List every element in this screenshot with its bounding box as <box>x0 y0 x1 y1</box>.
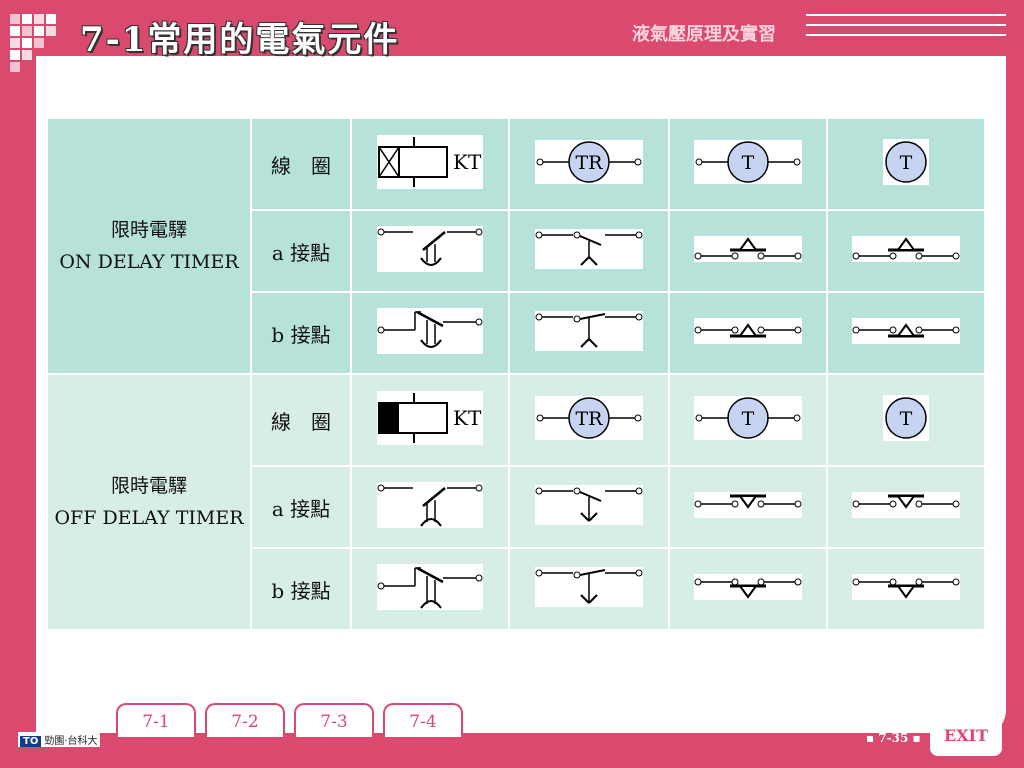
tab-7-4[interactable]: 7-4 <box>383 703 463 737</box>
logo-grid-icon <box>10 14 80 76</box>
t-b-contact-off-icon <box>694 574 802 600</box>
kind-cell: b 接點 <box>250 547 352 631</box>
symbol-cell <box>826 291 986 375</box>
symbol-cell <box>350 465 510 549</box>
symbol-cell <box>508 547 670 631</box>
tab-7-1[interactable]: 7-1 <box>116 703 196 737</box>
symbol-cell <box>508 291 670 375</box>
symbol-cell <box>508 209 670 293</box>
t-coil-with-leads-icon: T <box>694 140 802 184</box>
t-b-contact-off-icon <box>852 574 960 600</box>
tr-a-contact-icon <box>535 229 643 269</box>
symbol-cell <box>668 209 828 293</box>
symbol-cell: TR <box>508 373 670 467</box>
t-b-contact-icon <box>852 318 960 344</box>
table-row: b 接點 <box>47 547 986 631</box>
symbol-cell <box>826 547 986 631</box>
group-cell-off-delay: 限時電驛 OFF DELAY TIMER <box>46 373 252 631</box>
page-number: ▪ 7-35 ▪ <box>866 731 921 745</box>
symbol-cell <box>508 465 670 549</box>
group-cell-on-delay: 限時電驛 ON DELAY TIMER <box>46 117 252 375</box>
tab-7-2[interactable]: 7-2 <box>205 703 285 737</box>
symbol-cell: T <box>668 117 828 211</box>
kt-b-contact-off-delay-icon <box>377 564 483 610</box>
t-b-contact-icon <box>694 318 802 344</box>
t-a-contact-icon <box>852 236 960 262</box>
table-row: b 接點 <box>47 291 986 375</box>
symbol-cell <box>350 209 510 293</box>
t-a-contact-off-icon <box>852 492 960 518</box>
kind-cell: a 接點 <box>250 465 352 549</box>
symbol-cell <box>826 465 986 549</box>
symbol-cell: T <box>668 373 828 467</box>
kt-a-contact-off-delay-icon <box>377 482 483 528</box>
svg-text:KT: KT <box>453 406 482 430</box>
group-name: 限時電驛 <box>110 475 187 497</box>
symbol-cell: KT <box>350 117 510 211</box>
t-a-contact-icon <box>694 236 802 262</box>
kind-cell: 線 圈 <box>250 117 352 211</box>
t-coil-icon: T <box>883 395 929 441</box>
table-row: 限時電驛 OFF DELAY TIMER 線 圈 KT TR <box>46 373 986 631</box>
kt-b-contact-on-delay-icon <box>377 308 483 354</box>
timer-symbol-table: 限時電驛 ON DELAY TIMER 線 圈 KT TR <box>46 117 986 631</box>
tr-a-contact-off-icon <box>535 485 643 525</box>
tr-coil-icon: TR <box>535 396 643 440</box>
tab-7-3[interactable]: 7-3 <box>294 703 374 737</box>
symbol-cell: KT <box>350 373 510 467</box>
exit-button[interactable]: EXIT <box>930 716 1002 756</box>
course-subtitle: 液氣壓原理及實習 <box>632 24 776 45</box>
header-decoration-lines <box>806 14 1006 44</box>
t-a-contact-off-icon <box>694 492 802 518</box>
svg-text:T: T <box>742 152 755 174</box>
kind-cell: a 接點 <box>250 209 352 293</box>
kt-coil-on-delay-icon: KT <box>377 135 483 189</box>
symbol-cell <box>668 465 828 549</box>
t-coil-with-leads-icon: T <box>694 396 802 440</box>
symbol-cell <box>668 291 828 375</box>
svg-text:TR: TR <box>576 408 604 430</box>
group-name-en: ON DELAY TIMER <box>59 251 239 273</box>
symbol-cell <box>350 547 510 631</box>
svg-text:T: T <box>900 408 913 430</box>
table-row: a 接點 <box>47 465 986 549</box>
kind-cell: 線 圈 <box>250 373 352 467</box>
symbol-cell: T <box>826 117 986 211</box>
svg-text:T: T <box>900 152 913 174</box>
table-row: a 接點 <box>47 209 986 293</box>
svg-text:KT: KT <box>453 150 482 174</box>
kt-coil-off-delay-icon: KT <box>377 391 483 445</box>
tr-coil-icon: TR <box>535 140 643 184</box>
tr-b-contact-icon <box>535 311 643 351</box>
t-coil-icon: T <box>883 139 929 185</box>
tr-b-contact-off-icon <box>535 567 643 607</box>
symbol-cell <box>350 291 510 375</box>
svg-text:T: T <box>742 408 755 430</box>
symbol-cell: TR <box>508 117 670 211</box>
symbol-cell: T <box>826 373 986 467</box>
symbol-cell <box>668 547 828 631</box>
page-title: 7-1常用的電氣元件 <box>80 20 400 60</box>
group-name: 限時電驛 <box>110 219 187 241</box>
table-row: 限時電驛 ON DELAY TIMER 線 圈 KT TR <box>46 117 986 375</box>
symbol-cell <box>826 209 986 293</box>
kt-a-contact-on-delay-icon <box>377 226 483 272</box>
header: 7-1常用的電氣元件 液氣壓原理及實習 <box>0 0 1024 72</box>
svg-text:TR: TR <box>576 152 604 174</box>
group-name-en: OFF DELAY TIMER <box>54 507 244 529</box>
kind-cell: b 接點 <box>250 291 352 375</box>
